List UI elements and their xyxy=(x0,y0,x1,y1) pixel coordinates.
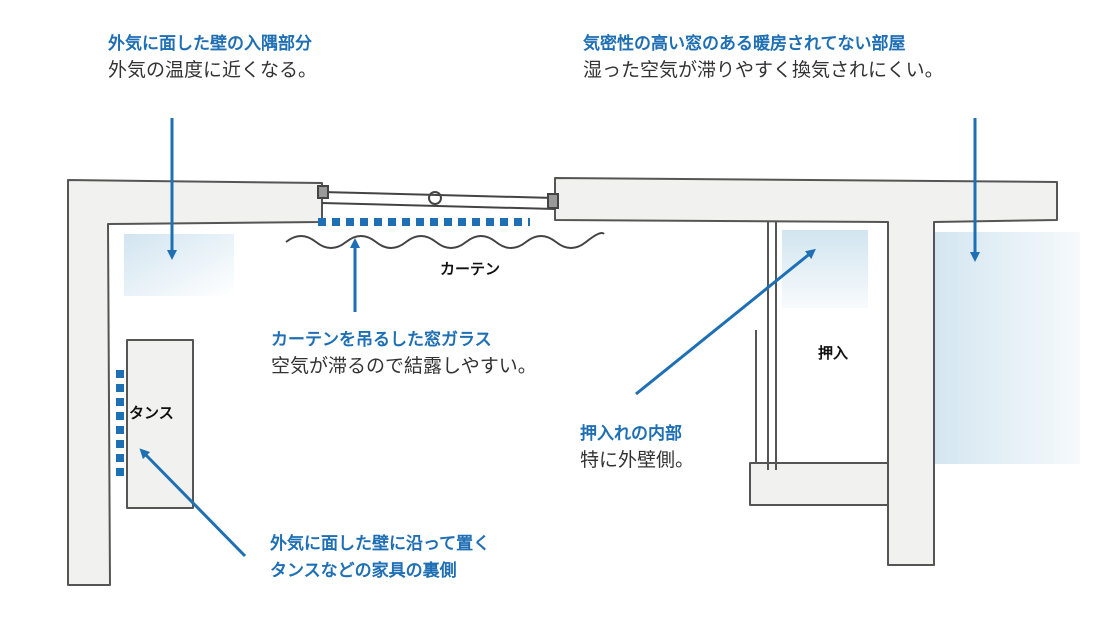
closet-subtitle: 特に外壁側。 xyxy=(580,449,695,472)
window-title: カーテンを吊るした窓ガラス xyxy=(271,330,492,350)
window-subtitle: 空気が滞るので結露しやすい。 xyxy=(271,355,537,378)
walls xyxy=(67,177,1058,586)
curtain-line xyxy=(285,232,605,249)
closet-annotation: 押入れの内部 特に外壁側。 xyxy=(580,424,694,473)
dresser-title-line2: タンスなどの家具の裏側 xyxy=(270,561,457,582)
window-annotation: カーテンを吊るした窓ガラス 空気が滞るので結露しやすい。 xyxy=(271,330,537,379)
arrow-icon xyxy=(139,448,247,558)
dresser-label: タンス xyxy=(129,404,174,422)
cold-zone-closet xyxy=(782,230,868,308)
closet-door-line xyxy=(767,222,777,470)
left-wall xyxy=(67,179,323,586)
corner-title: 外気に面した壁の入隅部分 xyxy=(108,34,312,54)
corner-annotation: 外気に面した壁の入隅部分 外気の温度に近くなる。 xyxy=(108,34,317,83)
cold-zone-corner xyxy=(124,234,234,296)
dresser-title-line1: 外気に面した壁に沿って置く xyxy=(270,534,491,554)
window xyxy=(317,185,559,210)
corner-subtitle: 外気の温度に近くなる。 xyxy=(108,59,318,82)
room-title: 気密性の高い窓のある暖房されてない部屋 xyxy=(583,34,906,54)
room-annotation: 気密性の高い窓のある暖房されてない部屋 湿った空気が滞りやすく換気されにくい。 xyxy=(583,34,944,83)
right-wall xyxy=(554,177,1058,566)
closet-label: 押入 xyxy=(818,344,849,362)
room-subtitle: 湿った空気が滞りやすく換気されにくい。 xyxy=(583,59,944,82)
curtain-label: カーテン xyxy=(440,260,501,278)
cold-zone-room xyxy=(934,232,1080,464)
closet-title: 押入れの内部 xyxy=(580,424,682,444)
arrow-icon xyxy=(635,248,816,396)
dresser-outline xyxy=(126,339,194,509)
closet-bottom-wall xyxy=(749,462,889,506)
dresser-annotation: 外気に面した壁に沿って置く タンスなどの家具の裏側 xyxy=(270,534,490,583)
